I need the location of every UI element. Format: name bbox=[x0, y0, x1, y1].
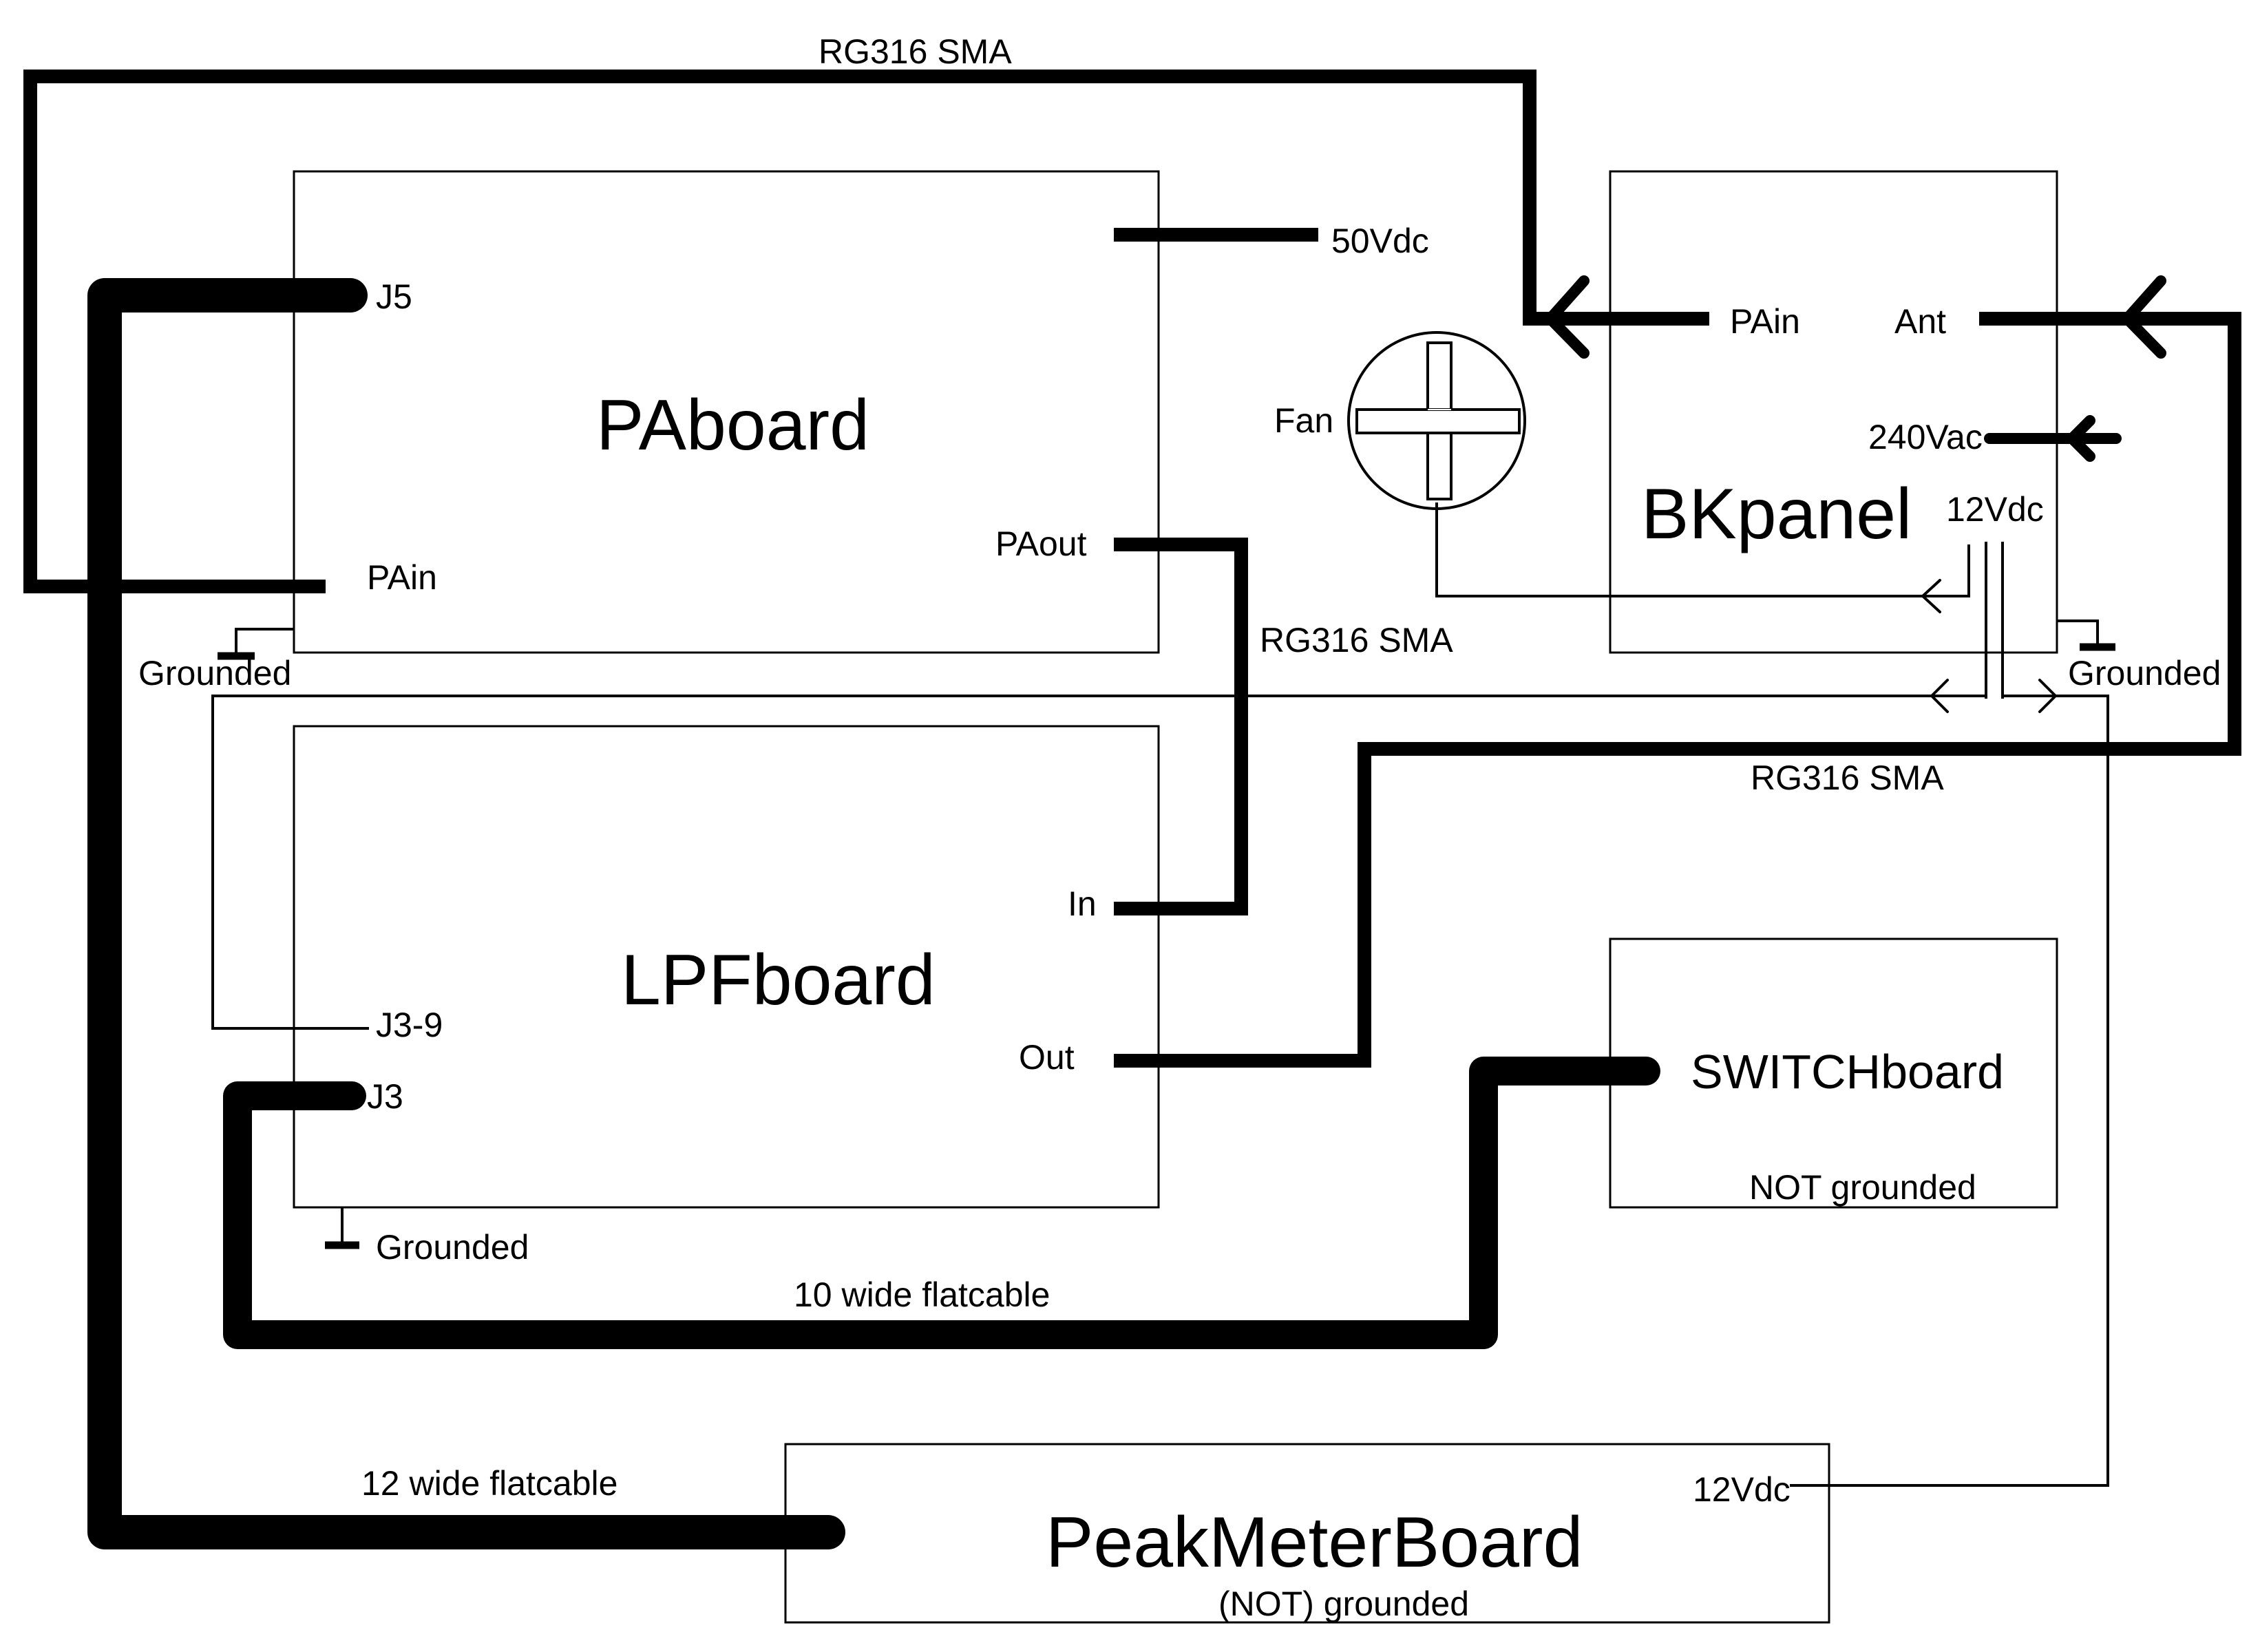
peakmeter-ground-note: (NOT) grounded bbox=[1218, 1585, 1469, 1623]
bkpanel-box bbox=[1609, 170, 2058, 654]
flatcable-10-wide bbox=[223, 1057, 1660, 1349]
rg316-ant-arrow bbox=[2122, 275, 2166, 359]
bkpanel-ground-wire bbox=[2057, 620, 2099, 644]
bkpanel-ant-label: Ant bbox=[1894, 302, 1946, 341]
paboard-j5-label: J5 bbox=[376, 277, 412, 316]
lpf-12v-wire bbox=[211, 695, 1986, 1030]
switchboard-ground-note: NOT grounded bbox=[1749, 1168, 1976, 1207]
lpfboard-box bbox=[293, 725, 1160, 1209]
bkpanel-grounded-label: Grounded bbox=[2068, 654, 2221, 692]
bkpanel-240v-arrow bbox=[2067, 415, 2095, 462]
lpfboard-out-label: Out bbox=[1019, 1038, 1075, 1077]
rg316-right-label: RG316 SMA bbox=[1751, 759, 1944, 797]
bkpanel-12v-label: 12Vdc bbox=[1946, 490, 2044, 529]
lpfboard-j3-label: J3 bbox=[367, 1077, 403, 1116]
fan-power-arrow bbox=[1921, 579, 1941, 613]
rg316-paout-cable bbox=[1114, 538, 1248, 915]
paboard-50v-label: 50Vdc bbox=[1331, 222, 1429, 260]
bkpanel-title: BKpanel bbox=[1641, 474, 1912, 554]
switchboard-title: SWITCHboard bbox=[1691, 1045, 2004, 1099]
bkpanel-pain-label: PAin bbox=[1730, 302, 1800, 341]
rg316-pain-arrow bbox=[1545, 275, 1590, 359]
paboard-box bbox=[293, 170, 1160, 654]
peakmeter-title: PeakMeterBoard bbox=[1046, 1503, 1583, 1582]
flatcable-12-wide bbox=[87, 278, 845, 1549]
paboard-paout-label: PAout bbox=[995, 525, 1087, 563]
rg316-top-label: RG316 SMA bbox=[819, 32, 1012, 71]
paboard-ground-wire bbox=[235, 628, 294, 654]
rg316-mid-label: RG316 SMA bbox=[1260, 621, 1453, 659]
flatcable-12-label: 12 wide flatcable bbox=[361, 1464, 617, 1503]
lpfboard-j39-label: J3-9 bbox=[376, 1006, 443, 1044]
fan-power-wire bbox=[1435, 502, 1970, 597]
fan-label: Fan bbox=[1274, 401, 1333, 440]
fan-icon bbox=[1347, 331, 1526, 510]
paboard-pain-label: PAin bbox=[367, 558, 437, 597]
flatcable-10-label: 10 wide flatcable bbox=[794, 1275, 1050, 1314]
rg316-ant-cable bbox=[1114, 312, 2241, 1068]
peakmeter-12v-label: 12Vdc bbox=[1693, 1470, 1791, 1509]
bkpanel-240v-label: 240Vac bbox=[1868, 418, 1983, 456]
lpfboard-in-label: In bbox=[1068, 885, 1097, 923]
rg316-pain-cable bbox=[23, 70, 1709, 593]
paboard-grounded-label: Grounded bbox=[138, 654, 291, 692]
paboard-title: PAboard bbox=[596, 385, 869, 465]
lpfboard-grounded-label: Grounded bbox=[376, 1228, 529, 1267]
lpf-12v-arrow bbox=[1930, 679, 1949, 713]
lpfboard-title: LPFboard bbox=[621, 940, 936, 1020]
peak-12v-arrow bbox=[2038, 679, 2057, 713]
